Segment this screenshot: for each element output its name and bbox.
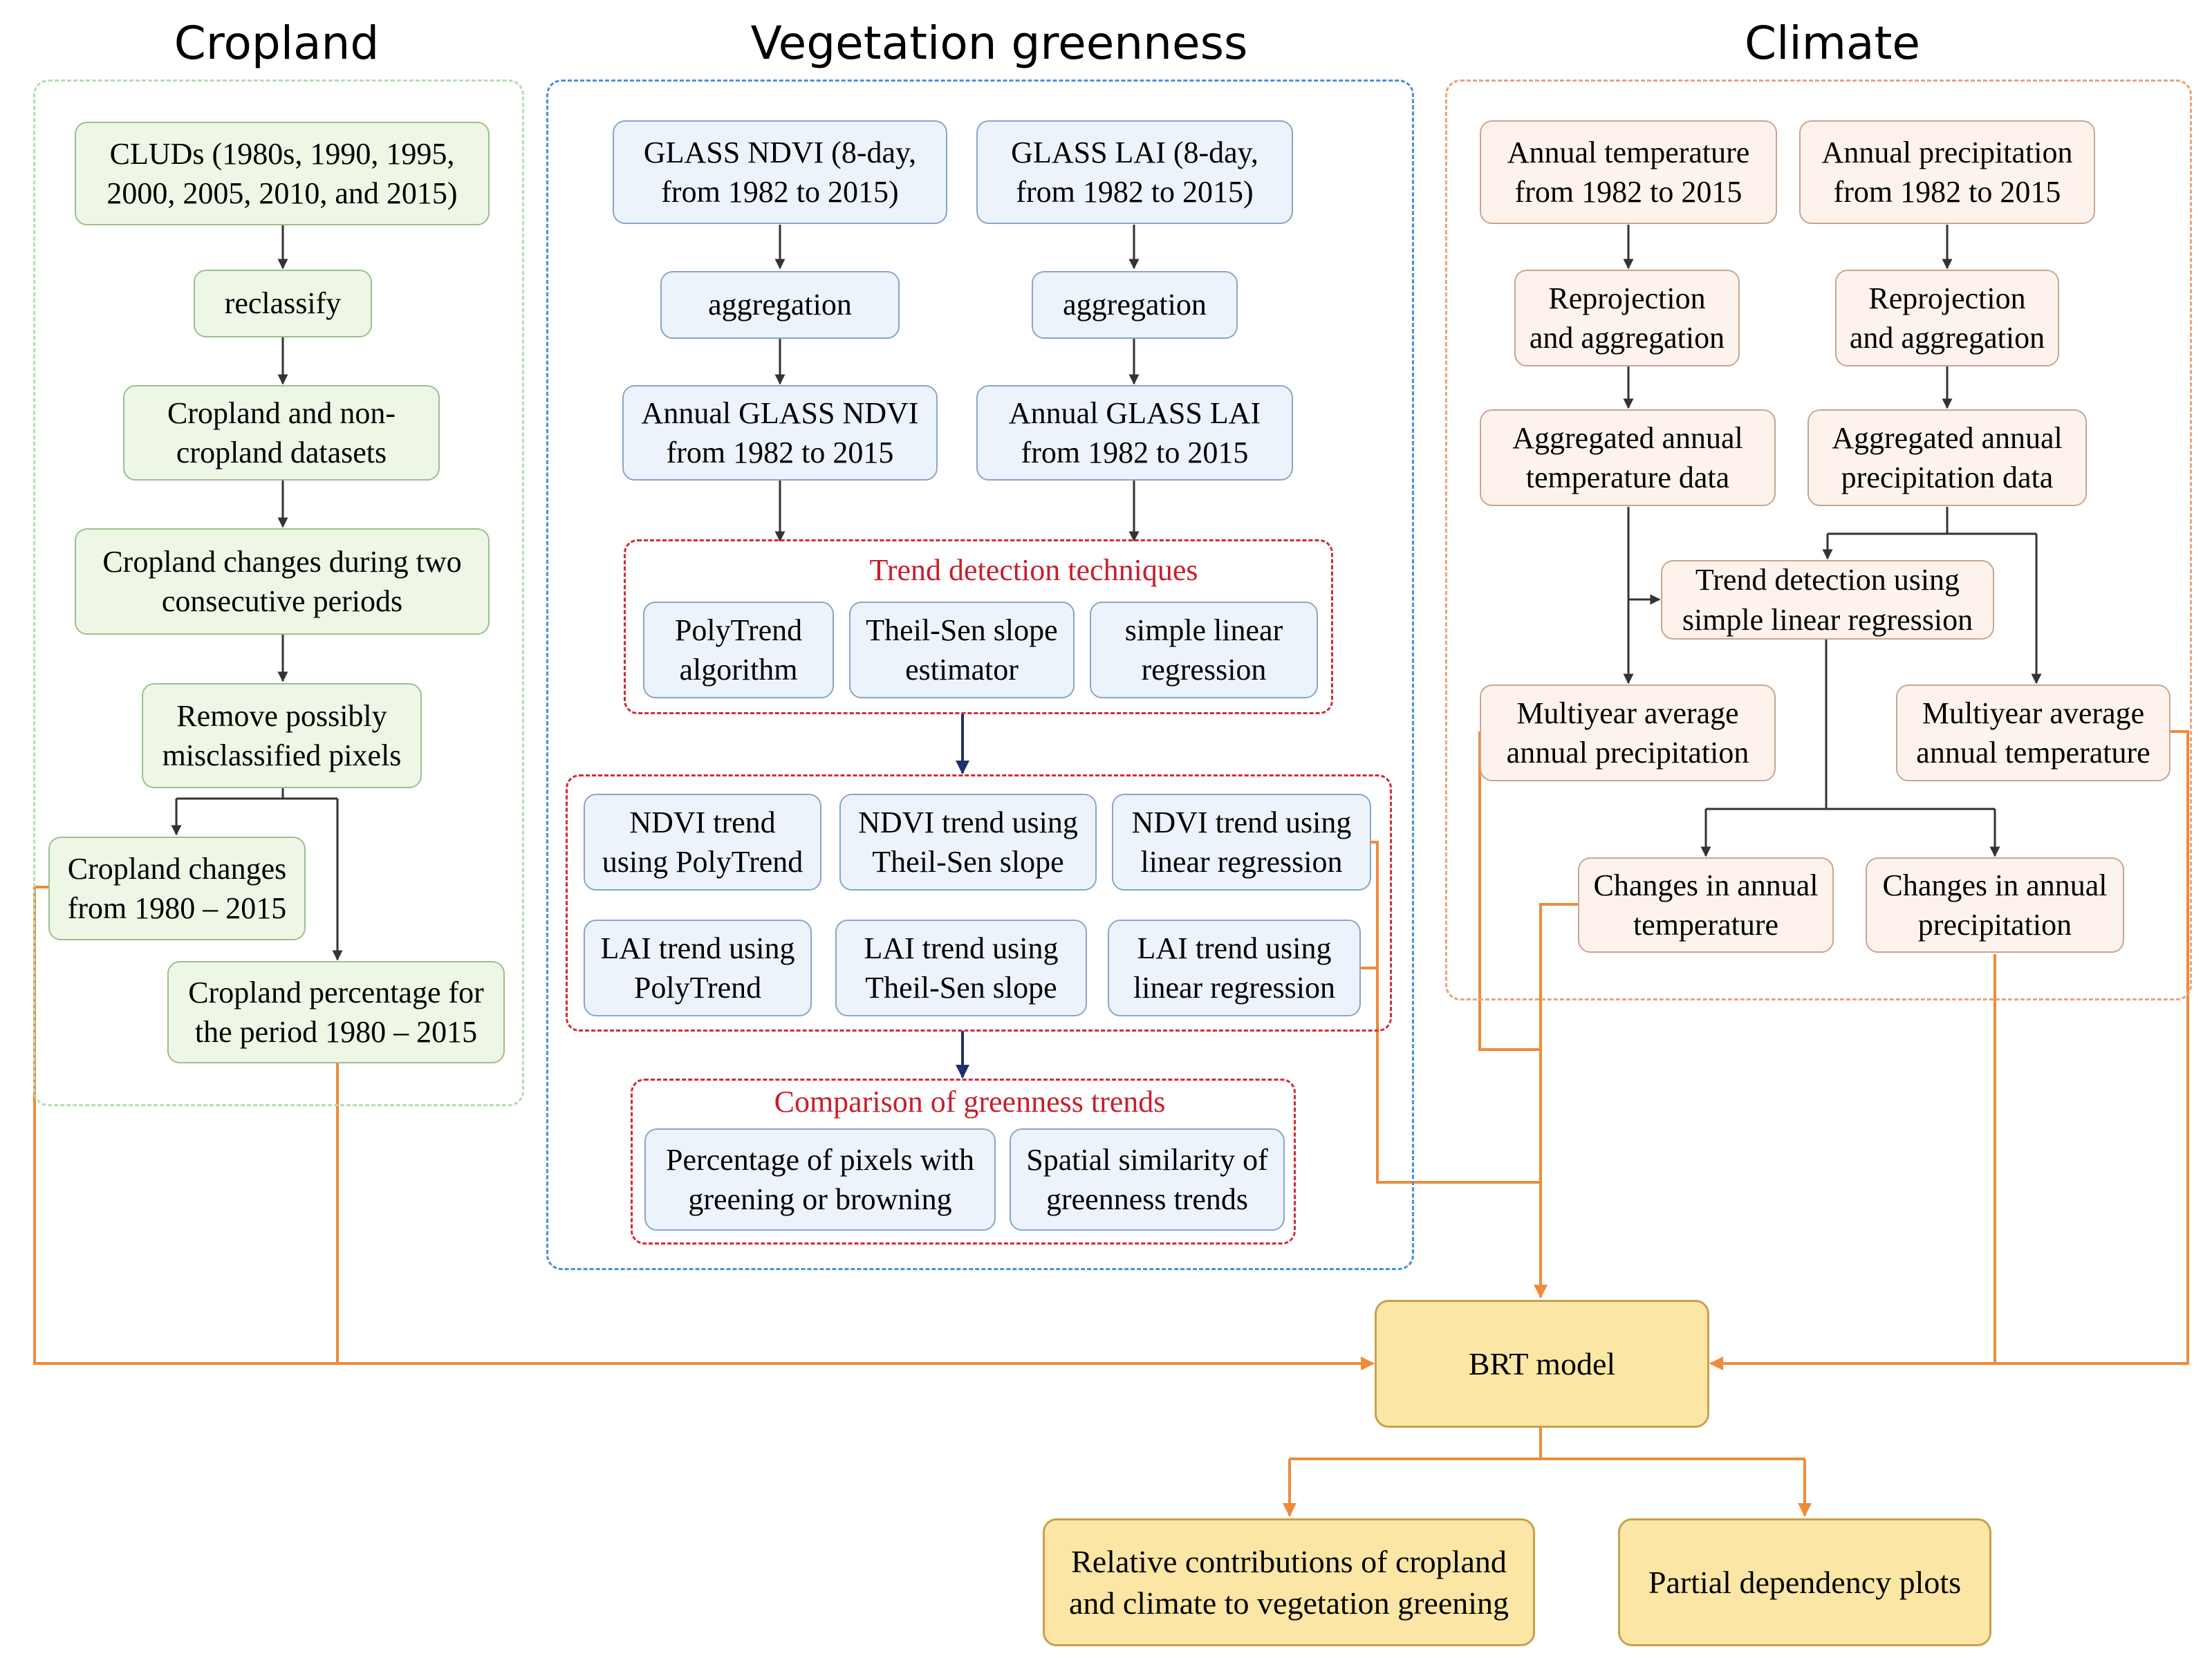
remove-misclassified-node: Remove possibly misclassified pixels (142, 683, 422, 788)
ndvi-aggregation-node: aggregation (660, 271, 900, 339)
vegetation-panel (546, 80, 1414, 1270)
glass-ndvi-node: GLASS NDVI (8-day, from 1982 to 2015) (613, 120, 947, 224)
spatial-similarity-node: Spatial similarity of greenness trends (1010, 1128, 1285, 1231)
brt-model-node: BRT model (1375, 1300, 1709, 1428)
heading-climate: Climate (1745, 17, 1920, 70)
cropland-changes-1980-2015-node: Cropland changes from 1980 – 2015 (48, 837, 306, 940)
climate-panel (1445, 80, 2192, 1000)
aggregated-temperature-node: Aggregated annual temperature data (1480, 409, 1776, 506)
partial-dependency-plots-node: Partial dependency plots (1618, 1518, 1991, 1646)
cropland-datasets-node: Cropland and non- cropland datasets (123, 385, 440, 481)
ndvi-polytrend-node: NDVI trend using PolyTrend (584, 794, 821, 891)
comparison-group (631, 1079, 1296, 1245)
ndvi-theil-sen-node: NDVI trend using Theil-Sen slope (839, 794, 1097, 891)
changes-temperature-node: Changes in annual temperature (1578, 857, 1834, 953)
link-multitemp-brt (1478, 732, 1541, 1051)
reclassify-node: reclassify (194, 270, 372, 337)
polytrend-node: PolyTrend algorithm (643, 602, 834, 698)
theil-sen-node: Theil-Sen slope estimator (849, 602, 1075, 698)
lai-aggregation-node: aggregation (1032, 271, 1238, 339)
lai-linear-regression-node: LAI trend using linear regression (1108, 920, 1361, 1016)
reprojection-precip-node: Reprojection and aggregation (1835, 270, 2059, 366)
trend-techniques-title: Trend detection techniques (869, 553, 1198, 587)
heading-cropland: Cropland (174, 17, 380, 70)
link-remove-split (176, 788, 337, 800)
relative-contributions-node: Relative contributions of cropland and c… (1043, 1518, 1535, 1646)
cropland-percentage-node: Cropland percentage for the period 1980 … (167, 961, 505, 1063)
link-multiprecip-brt (1709, 730, 2189, 1370)
cluds-node: CLUDs (1980s, 1990, 1995, 2000, 2005, 20… (75, 122, 490, 225)
link-aggprecip-split (1828, 507, 2036, 535)
cropland-panel (33, 80, 524, 1106)
annual-temperature-node: Annual temperature from 1982 to 2015 (1480, 120, 1777, 224)
reprojection-temp-node: Reprojection and aggregation (1514, 270, 1740, 366)
aggregated-precipitation-node: Aggregated annual precipitation data (1807, 409, 2087, 506)
cropland-changes-two-periods-node: Cropland changes during two consecutive … (75, 528, 490, 635)
link-changes1980-brt (33, 886, 1375, 1370)
link-brt-split (1290, 1428, 1805, 1460)
comparison-title: Comparison of greenness trends (774, 1085, 1166, 1119)
trend-results-group (566, 774, 1392, 1032)
linear-regression-node: simple linear regression (1090, 602, 1318, 698)
percentage-greening-node: Percentage of pixels with greening or br… (644, 1128, 996, 1231)
link-ndvilr-brt (1371, 841, 1541, 1184)
multiyear-temperature-node: Multiyear average annual temperature (1896, 685, 2171, 781)
trend-techniques-group (624, 539, 1333, 714)
link-chgtemp-brt (1534, 903, 1578, 1298)
annual-ndvi-node: Annual GLASS NDVI from 1982 to 2015 (622, 385, 938, 481)
lai-polytrend-node: LAI trend using PolyTrend (584, 920, 812, 1016)
annual-lai-node: Annual GLASS LAI from 1982 to 2015 (976, 385, 1293, 481)
climate-trend-detection-node: Trend detection using simple linear regr… (1661, 560, 1994, 640)
multiyear-precipitation-node: Multiyear average annual precipitation (1480, 685, 1776, 781)
annual-precipitation-node: Annual precipitation from 1982 to 2015 (1799, 120, 2095, 224)
ndvi-linear-regression-node: NDVI trend using linear regression (1112, 794, 1371, 891)
changes-precipitation-node: Changes in annual precipitation (1866, 857, 2124, 953)
glass-lai-node: GLASS LAI (8-day, from 1982 to 2015) (976, 120, 1293, 224)
heading-vegetation-greenness: Vegetation greenness (750, 17, 1248, 70)
link-trend-split (1706, 640, 1995, 810)
lai-theil-sen-node: LAI trend using Theil-Sen slope (835, 920, 1087, 1016)
